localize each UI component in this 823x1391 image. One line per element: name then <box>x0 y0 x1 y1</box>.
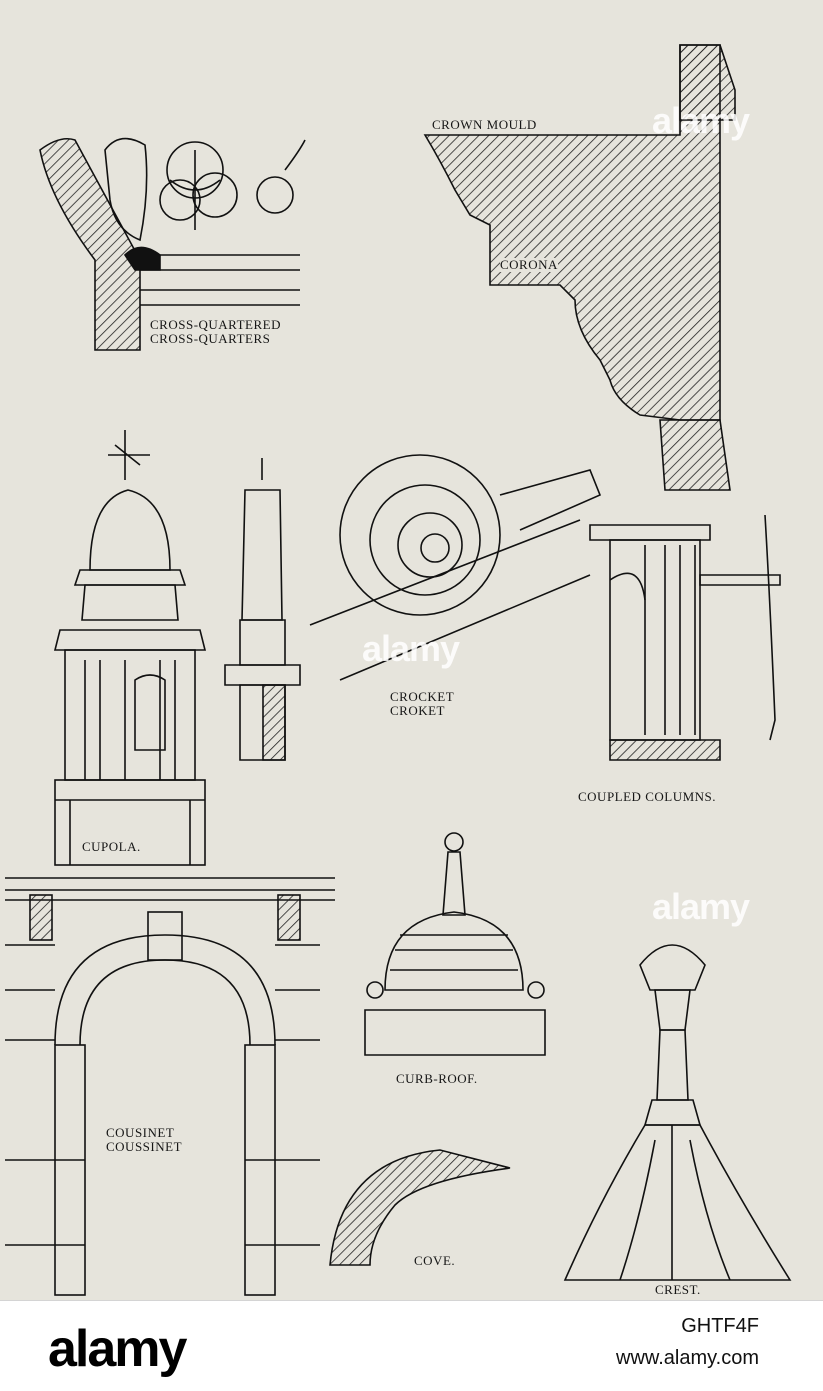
cousinet-drawing <box>5 877 335 1296</box>
watermark-alamy: alamy <box>652 886 750 927</box>
site-url[interactable]: www.alamy.com <box>616 1347 759 1369</box>
label-cross-quartered: CROSS-QUARTERED <box>150 317 281 332</box>
crest-drawing <box>563 944 792 1281</box>
label-crest: CREST. <box>655 1282 701 1297</box>
label-crocket: CROCKET <box>390 689 455 704</box>
label-coupled-columns: COUPLED COLUMNS. <box>578 789 717 804</box>
plate-drawings <box>5 44 792 1296</box>
label-croket: CROKET <box>390 703 445 718</box>
crown-mould-drawing <box>423 44 736 491</box>
label-cove: COVE. <box>414 1253 456 1268</box>
image-code: GHTF4F <box>681 1315 759 1337</box>
pinnacle-drawing <box>224 458 301 761</box>
cross-quartered-drawing <box>39 137 306 351</box>
label-cousinet: COUSINET <box>106 1125 175 1140</box>
label-coussinet: COUSSINET <box>106 1139 183 1154</box>
label-cross-quarters: CROSS-QUARTERS <box>150 331 271 346</box>
label-crown-mould: CROWN MOULD <box>432 117 537 132</box>
cove-drawing <box>329 1149 511 1266</box>
label-curb-roof: CURB-ROOF. <box>396 1071 478 1086</box>
label-cupola: CUPOLA. <box>82 839 141 854</box>
watermark-alamy: alamy <box>652 100 750 141</box>
engraving-plate: CROSS-QUARTERED CROSS-QUARTERS CROWN MOU… <box>5 44 792 1297</box>
coupled-columns-drawing <box>589 514 781 761</box>
curb-roof-drawing <box>364 832 546 1056</box>
watermark-alamy: alamy <box>362 628 460 669</box>
cupola-drawing <box>53 430 207 866</box>
crocket-drawing <box>309 454 602 681</box>
stock-footer: alamy GHTF4F www.alamy.com <box>0 1300 823 1391</box>
alamy-logo[interactable]: alamy <box>48 1320 187 1378</box>
label-corona: CORONA <box>500 257 558 272</box>
